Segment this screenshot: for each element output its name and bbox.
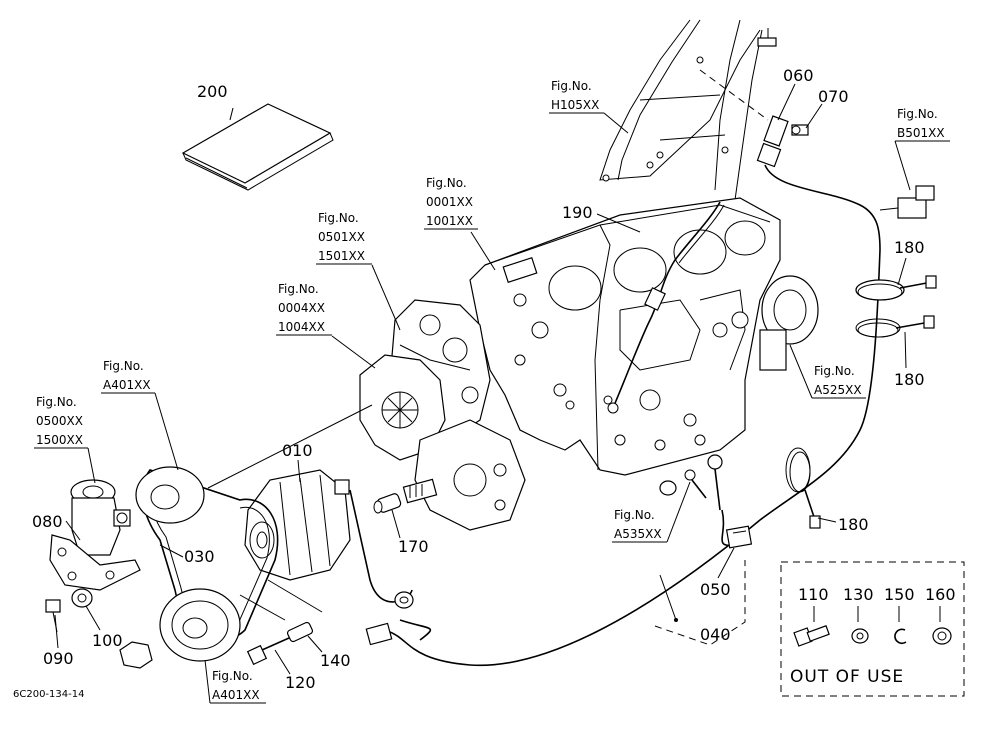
washer-130[interactable] [851,628,869,644]
pulley-nut[interactable] [119,641,153,669]
nut-160[interactable] [932,627,952,645]
part-label-180-lower: 180 [838,515,869,534]
svg-text:0004XX: 0004XX [278,301,325,315]
mounting-bracket[interactable] [599,19,777,201]
alternator-lead [349,489,413,603]
svg-text:Fig.No.: Fig.No. [278,282,319,296]
svg-text:Fig.No.: Fig.No. [426,176,467,190]
svg-text:A525XX: A525XX [814,383,862,397]
part-label-190: 190 [562,203,593,222]
svg-text:Fig.No.: Fig.No. [814,364,855,378]
svg-text:0501XX: 0501XX [318,230,365,244]
harness-plug[interactable] [365,622,393,646]
collar-140[interactable] [286,621,314,643]
part-label-080: 080 [32,512,63,531]
drawing-number: 6C200-134-14 [13,689,84,700]
svg-text:A535XX: A535XX [614,527,662,541]
svg-text:0500XX: 0500XX [36,414,83,428]
alternator-bracket-080[interactable] [49,534,141,591]
bolt-110[interactable] [793,625,830,647]
sensor-060[interactable] [756,115,789,168]
crank-pulley[interactable] [159,588,241,662]
part-label-030: 030 [184,547,215,566]
figref-0501[interactable]: Fig.No. 0501XX 1501XX [316,211,372,265]
figref-a401-bottom[interactable]: Fig.No. A401XX [204,659,266,704]
svg-text:1001XX: 1001XX [426,214,473,228]
part-label-180-middle: 180 [894,370,925,389]
sensor-harness [764,164,881,251]
part-label-040: 040 [700,625,731,644]
engine-block[interactable] [469,197,781,476]
svg-text:Fig.No.: Fig.No. [614,508,655,522]
svg-text:Fig.No.: Fig.No. [318,211,359,225]
svg-text:Fig.No.: Fig.No. [36,395,77,409]
svg-text:Fig.No.: Fig.No. [212,669,253,683]
svg-text:A401XX: A401XX [103,378,151,392]
figref-h105[interactable]: Fig.No. H105XX [549,79,629,134]
svg-text:A401XX: A401XX [212,688,260,702]
out-of-use-box [780,561,965,697]
part-label-050: 050 [700,580,731,599]
svg-text:B501XX: B501XX [897,126,945,140]
harness-branch [399,619,432,641]
part-label-070: 070 [818,87,849,106]
washer-100[interactable] [71,588,93,608]
part-label-010: 010 [282,441,313,460]
harness-connector[interactable] [879,185,935,219]
part-label-160: 160 [925,585,956,604]
part-label-170: 170 [398,537,429,556]
part-label-120: 120 [285,673,316,692]
ground-lug[interactable] [659,454,723,511]
svg-text:Fig.No.: Fig.No. [551,79,592,93]
svg-text:H105XX: H105XX [551,98,599,112]
part-label-150: 150 [884,585,915,604]
figref-0001[interactable]: Fig.No. 0001XX 1001XX [424,176,478,230]
bolt-090[interactable] [45,599,61,633]
part-label-110: 110 [798,585,829,604]
part-label-140: 140 [320,651,351,670]
figref-a401-top[interactable]: Fig.No. A401XX [101,359,179,471]
ring-terminal[interactable] [394,591,414,609]
alternator-010[interactable] [244,469,351,581]
part-label-100: 100 [92,631,123,650]
band-clamp-180-middle[interactable] [855,315,935,338]
assembly-bracket-040 [654,560,746,646]
svg-text:1501XX: 1501XX [318,249,365,263]
out-of-use-label: OUT OF USE [790,667,904,687]
svg-text:0001XX: 0001XX [426,195,473,209]
svg-text:1500XX: 1500XX [36,433,83,447]
bolt-070[interactable] [791,124,809,136]
part-label-200: 200 [197,82,228,101]
manual-booklet[interactable] [181,103,334,191]
starter-housing[interactable] [731,275,819,371]
part-label-130: 130 [843,585,874,604]
figref-b501[interactable]: Fig.No. B501XX [894,107,950,191]
flywheel-housing[interactable] [402,419,526,531]
part-label-060: 060 [783,66,814,85]
spring-washer-150[interactable] [894,628,907,645]
figref-0500[interactable]: Fig.No. 0500XX 1500XX [34,395,96,484]
figref-a535[interactable]: Fig.No. A535XX [612,481,691,543]
figref-0004[interactable]: Fig.No. 0004XX 1004XX [276,282,332,336]
svg-text:1004XX: 1004XX [278,320,325,334]
spacer-170[interactable] [373,493,402,514]
connector-050[interactable] [725,525,753,549]
svg-text:Fig.No.: Fig.No. [103,359,144,373]
band-clamp-180-upper[interactable] [855,275,937,301]
gear-case-cover[interactable] [359,354,446,461]
band-clamp-180-lower[interactable] [785,447,821,529]
part-label-090: 090 [43,649,74,668]
thermostat-housing[interactable] [70,479,131,556]
figref-a525[interactable]: Fig.No. A525XX [789,344,866,399]
svg-text:Fig.No.: Fig.No. [897,107,938,121]
part-label-180-upper: 180 [894,238,925,257]
fan-pulley[interactable] [135,466,205,524]
